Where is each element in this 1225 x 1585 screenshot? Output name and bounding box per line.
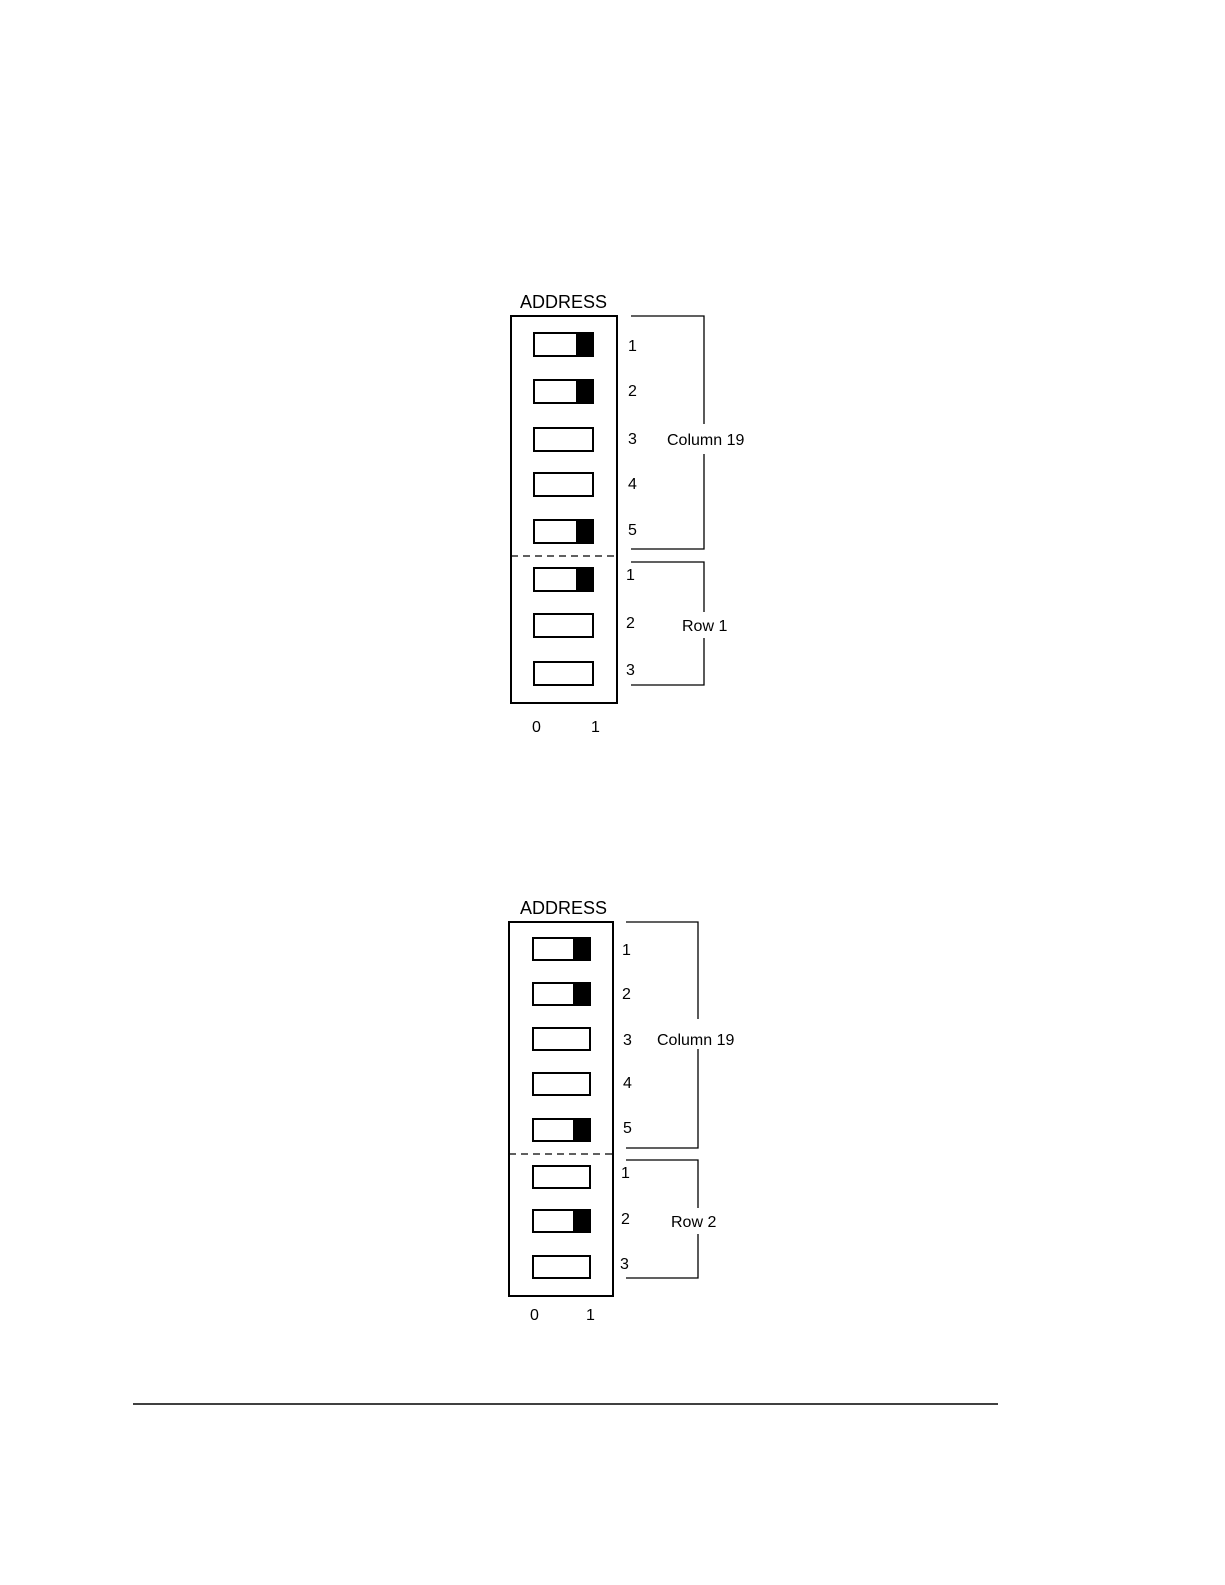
- switch-number: 1: [622, 942, 631, 959]
- dip-switch[interactable]: [533, 1028, 590, 1050]
- switch-number: 2: [621, 1211, 630, 1228]
- row-bracket: [626, 1160, 698, 1208]
- switch-number: 1: [621, 1165, 630, 1182]
- column-group-label: Column 19: [667, 432, 744, 449]
- address-title: ADDRESS: [520, 898, 607, 918]
- dip-switch[interactable]: [533, 983, 590, 1005]
- axis-label-1: 1: [586, 1307, 595, 1324]
- switch-knob: [576, 520, 593, 543]
- dip-switch[interactable]: [534, 473, 593, 496]
- switch-knob: [576, 380, 593, 403]
- dip-switch[interactable]: [533, 1119, 590, 1141]
- switch-number: 2: [626, 615, 635, 632]
- dip-switch[interactable]: [534, 333, 593, 356]
- row-group-label: Row 2: [671, 1214, 716, 1231]
- dip-switch[interactable]: [533, 1073, 590, 1095]
- row-bracket: [631, 562, 704, 612]
- dip-switch[interactable]: [534, 568, 593, 591]
- switch-knob: [573, 983, 590, 1005]
- dip-switch[interactable]: [534, 662, 593, 685]
- row-bracket-lower: [631, 638, 704, 685]
- switch-block-frame: [509, 922, 613, 1296]
- switch-number: 5: [628, 522, 637, 539]
- axis-label-0: 0: [530, 1307, 539, 1324]
- column-bracket: [626, 922, 698, 1019]
- address-title: ADDRESS: [520, 292, 607, 312]
- switch-number: 4: [623, 1075, 632, 1092]
- column-bracket-lower: [631, 454, 704, 549]
- switch-knob: [576, 568, 593, 591]
- switch-number: 3: [626, 662, 635, 679]
- address-diagram-1: ADDRESS 1 2 3 4 5: [511, 292, 744, 736]
- switch-number: 4: [628, 476, 637, 493]
- switch-number: 2: [622, 986, 631, 1003]
- switch-number: 1: [628, 338, 637, 355]
- switch-number: 1: [626, 567, 635, 584]
- dip-switch[interactable]: [533, 1166, 590, 1188]
- switch-number: 3: [620, 1256, 629, 1273]
- switch-knob: [573, 938, 590, 960]
- switch-knob: [576, 333, 593, 356]
- switch-number: 3: [628, 431, 637, 448]
- switch-block-frame: [511, 316, 617, 703]
- switch-number: 3: [623, 1032, 632, 1049]
- switch-number: 2: [628, 383, 637, 400]
- switch-knob: [573, 1210, 590, 1232]
- address-diagram-2: ADDRESS 1 2 3 4 5: [509, 898, 734, 1324]
- dip-switch[interactable]: [533, 1210, 590, 1232]
- dip-switch[interactable]: [534, 614, 593, 637]
- row-bracket-lower: [626, 1234, 698, 1278]
- dip-switch[interactable]: [534, 428, 593, 451]
- column-bracket: [631, 316, 704, 424]
- column-group-label: Column 19: [657, 1032, 734, 1049]
- row-group-label: Row 1: [682, 618, 727, 635]
- dip-switch[interactable]: [534, 380, 593, 403]
- column-bracket-lower: [626, 1049, 698, 1148]
- switch-knob: [573, 1119, 590, 1141]
- dip-switch[interactable]: [533, 938, 590, 960]
- axis-label-1: 1: [591, 719, 600, 736]
- dip-switch[interactable]: [534, 520, 593, 543]
- axis-label-0: 0: [532, 719, 541, 736]
- dip-switch[interactable]: [533, 1256, 590, 1278]
- switch-number: 5: [623, 1120, 632, 1137]
